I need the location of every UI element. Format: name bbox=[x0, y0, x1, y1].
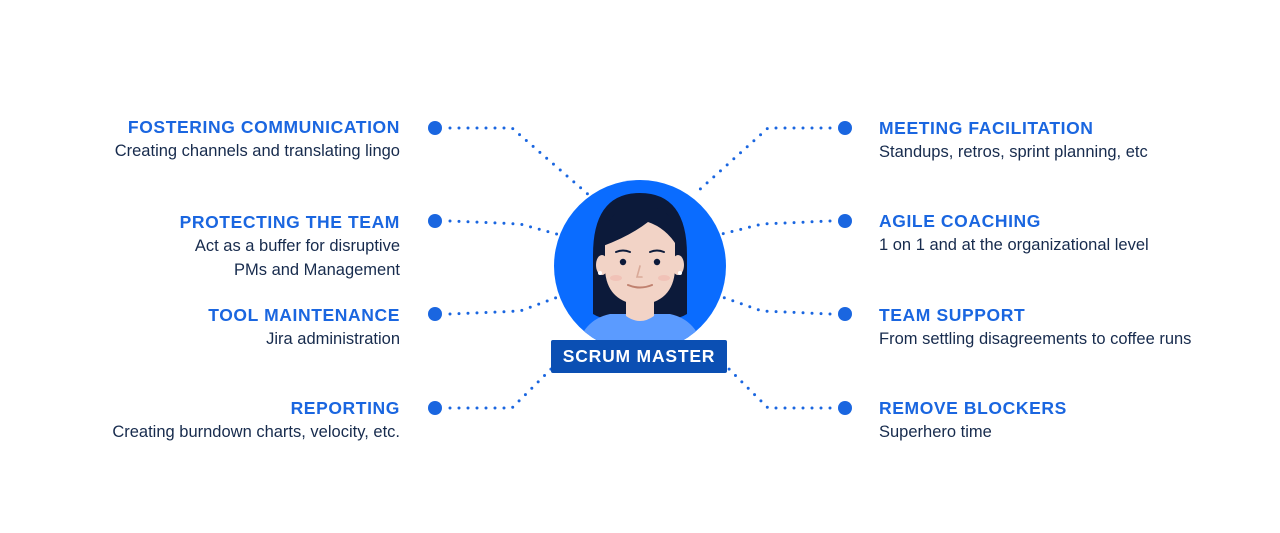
role-remove-blockers: REMOVE BLOCKERS Superhero time bbox=[879, 396, 1239, 444]
connector-reporting bbox=[448, 362, 558, 410]
connector-meeting-facilitation bbox=[695, 126, 832, 194]
role-protecting-the-team: PROTECTING THE TEAM Act as a buffer for … bbox=[40, 210, 400, 282]
role-description: From settling disagreements to coffee ru… bbox=[879, 330, 1192, 348]
role-reporting: REPORTING Creating burndown charts, velo… bbox=[40, 396, 400, 444]
role-team-support: TEAM SUPPORT From settling disagreements… bbox=[879, 303, 1239, 351]
role-description: Creating burndown charts, velocity, etc. bbox=[112, 423, 400, 441]
role-title: TOOL MAINTENANCE bbox=[208, 305, 400, 325]
scrum-master-label: SCRUM MASTER bbox=[551, 340, 727, 373]
role-title: REPORTING bbox=[290, 398, 400, 418]
role-title: MEETING FACILITATION bbox=[879, 118, 1094, 138]
role-meeting-facilitation: MEETING FACILITATION Standups, retros, s… bbox=[879, 116, 1239, 164]
connector-remove-blockers bbox=[722, 362, 832, 410]
dot-icon bbox=[838, 214, 852, 228]
role-agile-coaching: AGILE COACHING 1 on 1 and at the organiz… bbox=[879, 209, 1239, 257]
role-fostering-communication: FOSTERING COMMUNICATION Creating channel… bbox=[40, 115, 400, 163]
role-title: PROTECTING THE TEAM bbox=[179, 212, 400, 232]
role-title: FOSTERING COMMUNICATION bbox=[127, 117, 400, 137]
connector-tool-maintenance bbox=[448, 295, 560, 316]
role-tool-maintenance: TOOL MAINTENANCE Jira administration bbox=[40, 303, 400, 351]
role-description: PMs and Management bbox=[233, 261, 400, 279]
connector-fostering-communication bbox=[448, 126, 592, 198]
dot-icon bbox=[428, 401, 442, 415]
role-description: Act as a buffer for disruptive bbox=[194, 237, 400, 255]
role-title: AGILE COACHING bbox=[879, 211, 1042, 231]
dot-icon bbox=[428, 307, 442, 321]
connector-agile-coaching bbox=[716, 219, 832, 237]
dot-icon bbox=[838, 121, 852, 135]
dot-icon bbox=[838, 307, 852, 321]
dot-icon bbox=[428, 214, 442, 228]
role-description: Creating channels and translating lingo bbox=[114, 142, 400, 160]
role-description: Jira administration bbox=[266, 330, 400, 348]
connector-team-support bbox=[720, 295, 832, 316]
dot-icon bbox=[838, 401, 852, 415]
scrum-master-avatar-icon bbox=[554, 180, 726, 352]
role-description: Standups, retros, sprint planning, etc bbox=[879, 143, 1148, 161]
dot-icon bbox=[428, 121, 442, 135]
role-description: 1 on 1 and at the organizational level bbox=[879, 236, 1149, 254]
role-title: TEAM SUPPORT bbox=[879, 305, 1026, 325]
role-description: Superhero time bbox=[879, 423, 992, 441]
role-title: REMOVE BLOCKERS bbox=[879, 398, 1067, 418]
connector-protecting-the-team bbox=[448, 219, 562, 237]
